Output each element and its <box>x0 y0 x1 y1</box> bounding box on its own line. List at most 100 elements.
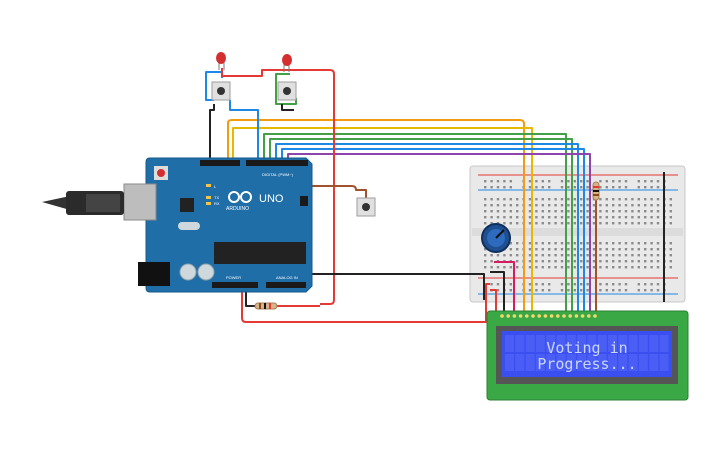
breadboard-hole <box>573 198 576 201</box>
breadboard-hole <box>560 283 564 286</box>
breadboard-hole <box>586 254 589 257</box>
breadboard-hole <box>656 254 660 257</box>
header-digital-right <box>246 160 308 166</box>
usb-cable-tip <box>42 196 70 210</box>
breadboard-hole <box>560 210 564 213</box>
led-left[interactable] <box>216 52 226 70</box>
lcd-cell <box>505 335 514 352</box>
breadboard-hole <box>637 289 640 292</box>
led-right[interactable] <box>282 54 292 72</box>
breadboard-hole <box>624 254 628 257</box>
breadboard-hole <box>496 216 500 219</box>
header-power <box>212 282 258 288</box>
breadboard-hole <box>560 254 564 257</box>
arduino-logo <box>228 191 252 203</box>
usb-cable-grip <box>86 194 120 212</box>
breadboard-hole <box>656 210 660 213</box>
breadboard-hole <box>618 180 621 183</box>
lcd-cell <box>608 354 617 371</box>
breadboard-hole <box>528 289 532 292</box>
breadboard-hole <box>535 242 538 245</box>
breadboard-hole <box>580 222 583 225</box>
breadboard-hole <box>631 222 634 225</box>
arduino-uno[interactable]: ARDUINO UNO DIGITAL (PWM~) POWER ANALOG … <box>42 157 313 293</box>
breadboard-hole <box>509 222 512 225</box>
breadboard-hole <box>503 222 506 225</box>
breadboard-hole <box>631 260 634 263</box>
breadboard-hole <box>509 266 512 269</box>
breadboard-hole <box>631 204 634 207</box>
breadboard-hole <box>644 254 647 257</box>
breadboard-hole <box>554 216 557 219</box>
breadboard-hole <box>644 210 647 213</box>
breadboard-hole <box>567 283 570 286</box>
breadboard-hole <box>580 216 583 219</box>
resistor-breadboard[interactable] <box>592 181 600 201</box>
resistor-bottom[interactable] <box>254 302 278 310</box>
breadboard-hole <box>656 186 660 189</box>
breadboard-hole <box>669 204 672 207</box>
breadboard-hole <box>490 283 493 286</box>
breadboard-hole <box>624 216 628 219</box>
lcd-pin <box>593 314 597 318</box>
breadboard-hole <box>624 289 628 292</box>
breadboard-hole <box>612 254 615 257</box>
breadboard-hole <box>605 210 608 213</box>
breadboard-hole <box>567 210 570 213</box>
breadboard-hole <box>535 186 538 189</box>
breadboard-hole <box>509 210 512 213</box>
breadboard-hole <box>599 222 602 225</box>
breadboard-hole <box>592 222 596 225</box>
breadboard-hole <box>548 260 551 263</box>
breadboard-hole <box>541 283 544 286</box>
breadboard-hole <box>509 204 512 207</box>
lcd-pin <box>574 314 579 318</box>
icsp-header <box>300 196 308 206</box>
breadboard-hole <box>650 248 653 251</box>
breadboard-hole <box>560 204 564 207</box>
breadboard-hole <box>554 266 557 269</box>
breadboard-hole <box>554 242 557 245</box>
wire-red-5v <box>241 284 487 323</box>
breadboard-hole <box>605 222 608 225</box>
breadboard-hole <box>516 242 519 245</box>
lcd-cell <box>515 335 525 352</box>
breadboard-hole <box>560 180 564 183</box>
breadboard-hole <box>580 210 583 213</box>
breadboard-hole <box>535 198 538 201</box>
breadboard-hole <box>496 289 500 292</box>
lcd-cell <box>649 335 659 352</box>
breadboard-hole <box>637 186 640 189</box>
breadboard-hole <box>650 283 653 286</box>
breadboard-hole <box>669 198 672 201</box>
breadboard-hole <box>599 204 602 207</box>
breadboard-hole <box>599 216 602 219</box>
usb-port <box>123 183 157 221</box>
breadboard-hole <box>580 198 583 201</box>
pushbutton-left[interactable] <box>211 81 231 101</box>
breadboard-hole <box>528 186 532 189</box>
breadboard-hole <box>644 180 647 183</box>
lcd-cell <box>659 335 669 352</box>
lcd-pin <box>587 314 591 318</box>
breadboard-hole <box>548 186 551 189</box>
breadboard-hole <box>528 283 532 286</box>
breadboard-hole <box>528 222 532 225</box>
breadboard-hole <box>580 186 583 189</box>
breadboard-hole <box>592 242 596 245</box>
capacitor-1 <box>179 263 197 281</box>
lcd-cell <box>638 335 648 352</box>
potentiometer[interactable] <box>481 223 511 253</box>
breadboard-hole <box>656 222 660 225</box>
breadboard-hole <box>496 180 500 183</box>
pushbutton-right[interactable] <box>277 81 297 101</box>
breadboard-hole <box>650 242 653 245</box>
breadboard-hole <box>624 198 628 201</box>
pushbutton-third[interactable] <box>356 197 376 217</box>
breadboard-hole <box>624 283 628 286</box>
breadboard-hole <box>535 204 538 207</box>
breadboard-hole <box>573 266 576 269</box>
breadboard-hole <box>554 222 557 225</box>
breadboard-hole <box>656 198 660 201</box>
breadboard-hole <box>484 248 487 251</box>
